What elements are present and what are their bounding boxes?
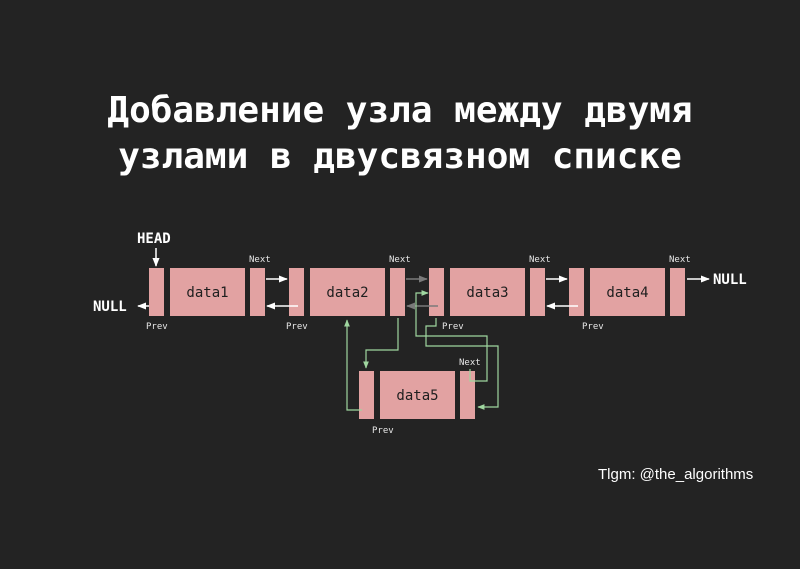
null-right-label: NULL [713, 272, 747, 288]
prev-pointer-box [429, 268, 444, 316]
prev-label: Prev [146, 322, 168, 332]
page-title-line-1: Добавление узла между двумя [107, 90, 693, 131]
node-data-label: data5 [396, 388, 438, 404]
node-data-label: data4 [606, 285, 648, 301]
node-data-label: data1 [186, 285, 228, 301]
new-prev-arrow-3-5 [425, 318, 499, 410]
next-label: Next [669, 255, 691, 265]
data-box [380, 371, 455, 419]
next-pointer-box [530, 268, 545, 316]
prev-pointer-box [569, 268, 584, 316]
next-label: Next [249, 255, 271, 265]
next-label: Next [389, 255, 411, 265]
credit-text: Tlgm: @the_algorithms [598, 466, 754, 483]
data-box [590, 268, 665, 316]
next-pointer-box [250, 268, 265, 316]
next-label: Next [459, 358, 481, 368]
data-box [170, 268, 245, 316]
new-prev-arrow-5-2 [344, 319, 362, 411]
prev-label: Prev [442, 322, 464, 332]
node-data-label: data3 [466, 285, 508, 301]
prev-pointer-box [149, 268, 164, 316]
prev-label: Prev [582, 322, 604, 332]
head-label: HEAD [137, 231, 171, 247]
list-node-3: data3 Next Prev [429, 255, 551, 332]
node-data-label: data2 [326, 285, 368, 301]
null-left-label: NULL [93, 299, 127, 315]
next-pointer-box [390, 268, 405, 316]
new-next-arrow-2-5 [363, 318, 399, 369]
list-node-4: data4 Next Prev [569, 255, 691, 332]
prev-pointer-box [289, 268, 304, 316]
list-node-5: data5 Next Prev [359, 358, 481, 436]
next-pointer-box [670, 268, 685, 316]
prev-label: Prev [286, 322, 308, 332]
list-node-1: data1 Next Prev [146, 255, 271, 332]
page-title-line-2: узлами в двусвязном списке [118, 136, 682, 177]
prev-label: Prev [372, 426, 394, 436]
next-pointer-box [460, 371, 475, 419]
list-node-2: data2 Next Prev [286, 255, 411, 332]
data-box [310, 268, 385, 316]
next-label: Next [529, 255, 551, 265]
prev-pointer-box [359, 371, 374, 419]
new-next-arrow-5-3 [415, 290, 488, 382]
data-box [450, 268, 525, 316]
